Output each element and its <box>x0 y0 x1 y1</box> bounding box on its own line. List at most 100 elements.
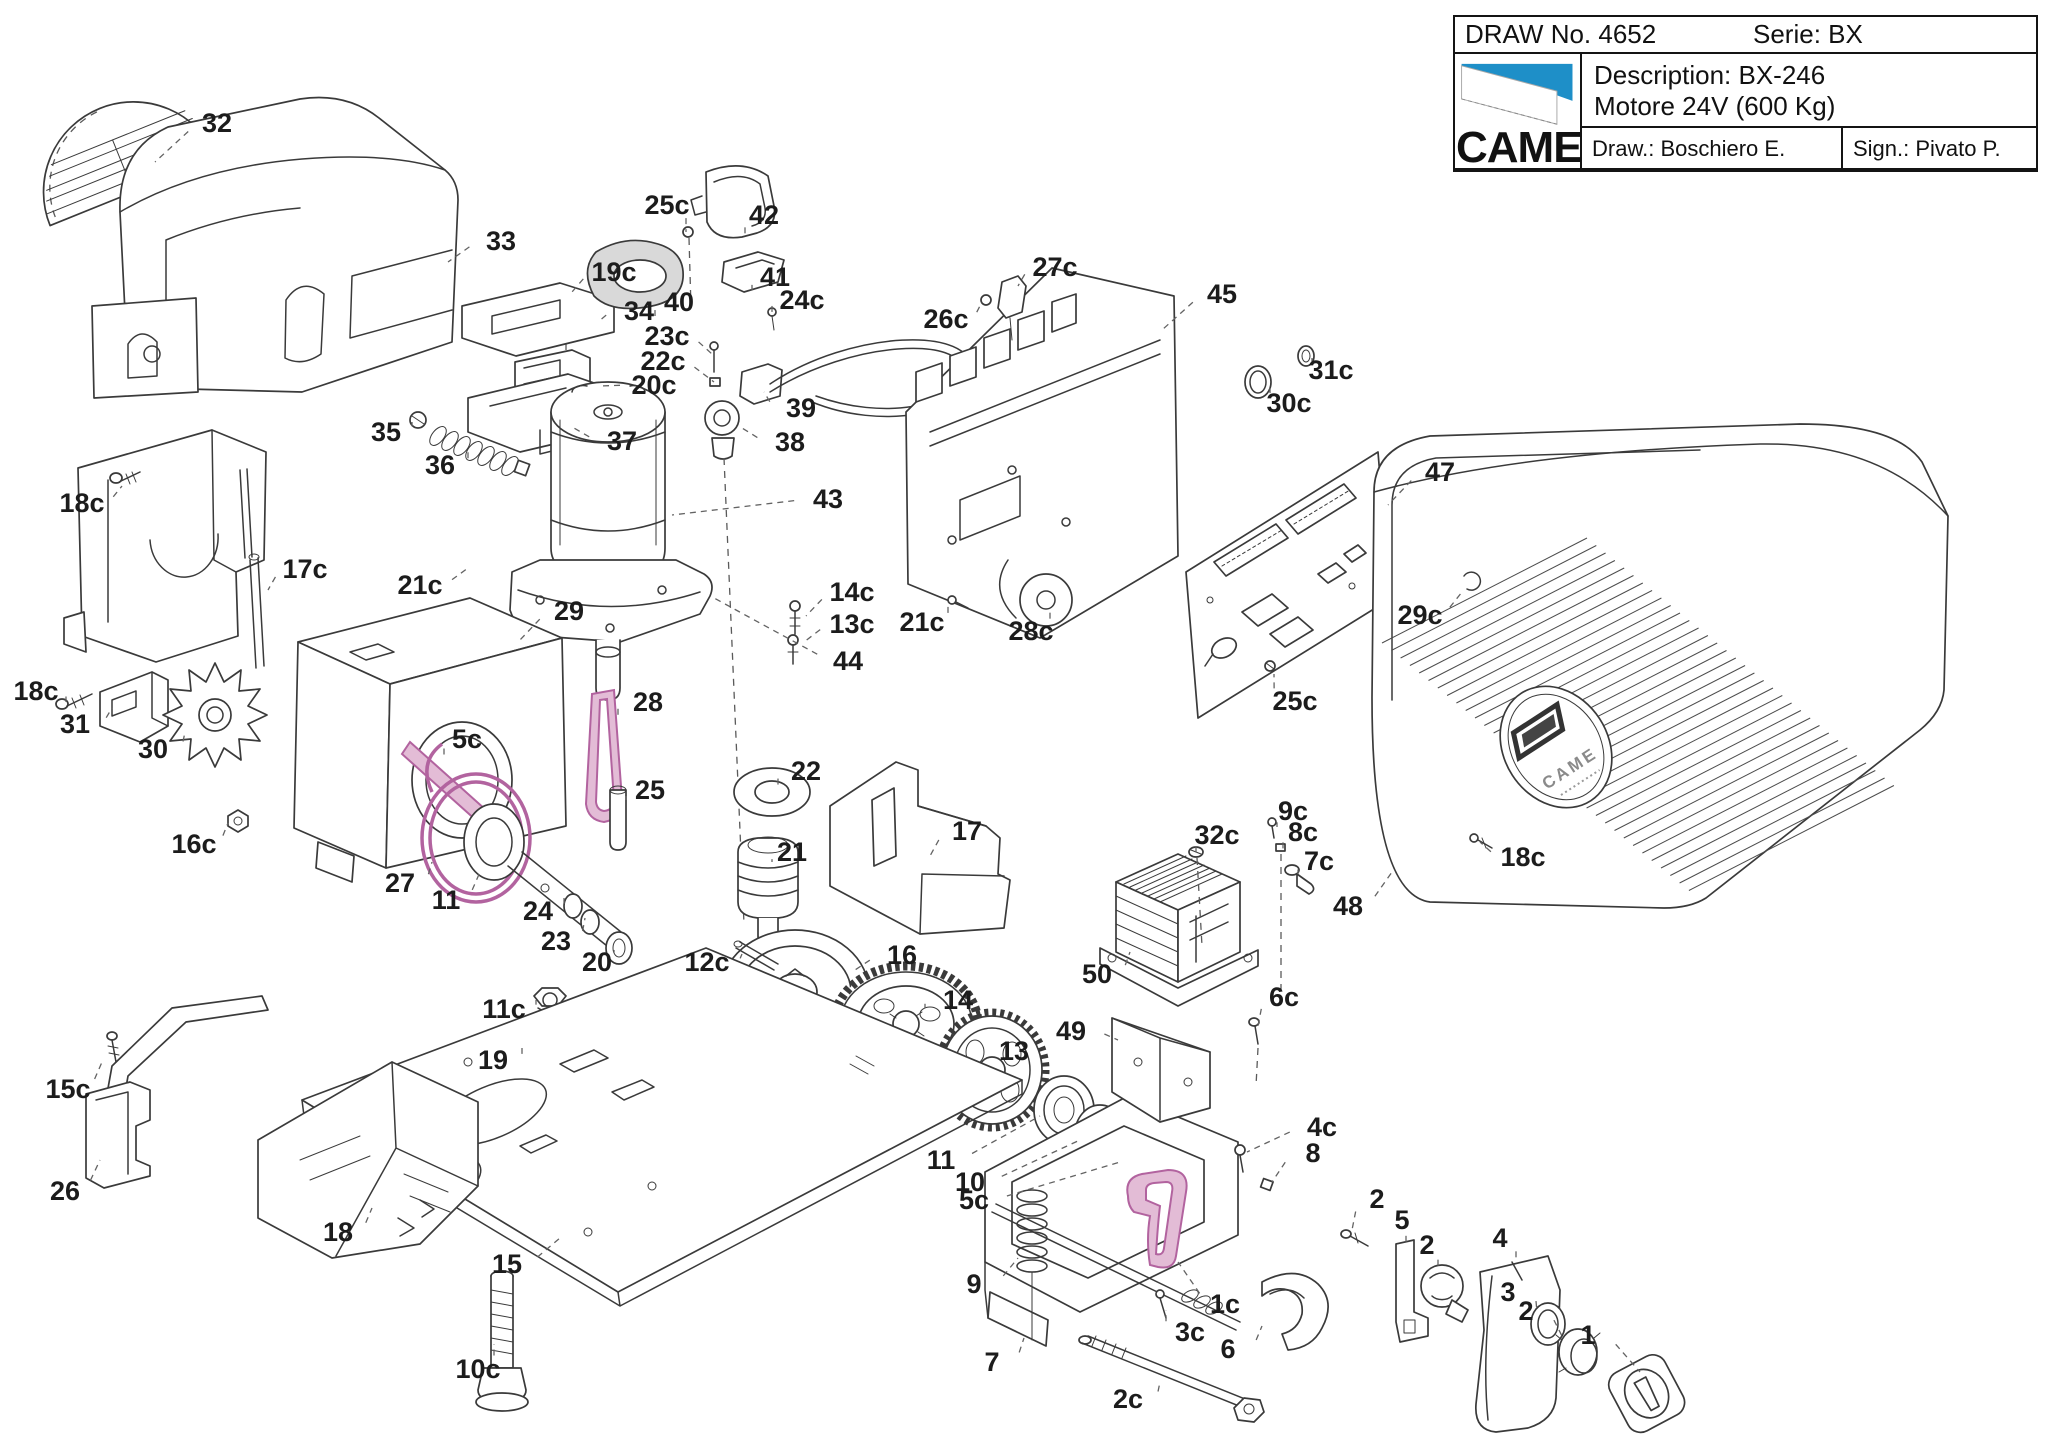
part-label-20: 20 <box>582 947 612 977</box>
leader-line-5c-lower <box>1006 1161 1121 1197</box>
leader-line-37 <box>573 427 590 438</box>
part-screw-35 <box>409 411 427 429</box>
leader-line-1c <box>1177 1261 1201 1294</box>
part-label-44: 44 <box>833 646 863 676</box>
part-bolt-10c <box>475 1270 529 1412</box>
part-label-21: 21 <box>777 837 807 867</box>
part-label-19: 19 <box>478 1045 508 1075</box>
part-bracket-26 <box>85 1081 151 1189</box>
part-screw-4c <box>1234 1144 1246 1173</box>
part-label-2-b: 2 <box>1419 1230 1434 1260</box>
leader-line-7 <box>1018 1337 1025 1353</box>
part-motor-43 <box>550 381 666 579</box>
part-label-11-lower: 11 <box>927 1145 956 1175</box>
title-block-row1: DRAW No. 4652 Serie: BX <box>1455 17 2036 54</box>
part-screws-14c-13c <box>787 600 801 665</box>
leader-line-26 <box>89 1159 101 1181</box>
part-label-8: 8 <box>1305 1138 1320 1168</box>
part-pins-17c <box>239 468 265 669</box>
part-label-9c: 9c <box>1278 796 1308 826</box>
part-label-48: 48 <box>1333 891 1363 921</box>
part-ring-2c <box>1555 1328 1601 1376</box>
leader-line-16 <box>851 959 871 973</box>
part-label-31c: 31c <box>1308 355 1353 385</box>
part-label-42: 42 <box>749 200 779 230</box>
part-screw-18c-left <box>55 693 93 710</box>
part-label-34: 34 <box>624 296 654 326</box>
part-flange-44 <box>509 559 713 701</box>
leader-line-29c <box>1449 591 1463 608</box>
part-label-29: 29 <box>554 596 584 626</box>
leader-line-39 <box>763 391 771 402</box>
part-label-24c: 24c <box>779 285 824 315</box>
part-bracket-41 <box>721 251 785 293</box>
description-line1: Description: BX-246 <box>1594 60 1826 90</box>
part-oring-30c <box>1244 365 1272 399</box>
part-outer-cover <box>91 96 459 399</box>
leader-line-23c <box>698 341 713 355</box>
part-label-18c-left: 18c <box>13 676 58 706</box>
part-gasket-plate-40 <box>586 239 684 310</box>
part-label-45: 45 <box>1207 279 1237 309</box>
part-oring-31c <box>1297 345 1315 367</box>
leader-line-45 <box>1161 301 1194 331</box>
part-nut-22c <box>709 377 721 387</box>
leader-line-13c <box>803 629 821 643</box>
part-label-38: 38 <box>775 427 805 457</box>
part-bracket-49 <box>1111 1017 1211 1123</box>
description-cell: Description: BX-246 Motore 24V (600 Kg) <box>1582 54 2036 128</box>
part-label-15: 15 <box>492 1249 522 1279</box>
part-mounting-panel-45 <box>905 267 1179 639</box>
drawn-by: Draw.: Boschiero E. <box>1582 128 1843 170</box>
part-label-11-upper: 11 <box>432 885 461 915</box>
leader-lines <box>65 131 1641 1392</box>
part-label-4: 4 <box>1492 1223 1507 1253</box>
leader-line-11-upper <box>471 871 481 891</box>
part-label-22c: 22c <box>640 346 685 376</box>
leader-line-20c <box>599 384 621 387</box>
leader-line-18c-topleft <box>112 485 123 498</box>
leader-line-17 <box>929 839 940 857</box>
part-label-32: 32 <box>202 108 232 138</box>
leader-line-10 <box>1001 1139 1081 1177</box>
part-label-7c: 7c <box>1304 846 1334 876</box>
part-label-20c: 20c <box>631 370 676 400</box>
part-bracket-17 <box>829 761 1011 935</box>
leader-line-6 <box>1255 1325 1263 1341</box>
leader-line-15 <box>537 1237 561 1258</box>
part-ring-3 <box>1530 1302 1566 1346</box>
part-label-7: 7 <box>984 1347 999 1377</box>
part-label-36: 36 <box>425 450 455 480</box>
part-label-10: 10 <box>955 1167 985 1197</box>
part-label-26c: 26c <box>923 304 968 334</box>
draw-number: DRAW No. 4652 <box>1465 19 1657 49</box>
part-label-2-a: 2 <box>1369 1184 1384 1214</box>
part-label-1: 1 <box>1580 1320 1595 1350</box>
part-label-17c: 17c <box>282 554 327 584</box>
part-label-27: 27 <box>385 868 415 898</box>
part-label-10c: 10c <box>455 1354 500 1384</box>
part-label-5c-upper: 5c <box>452 724 482 754</box>
part-screw-15c <box>106 1031 120 1063</box>
title-block: DRAW No. 4652 Serie: BX CAME Description… <box>1453 15 2038 172</box>
part-bracket-plate-34 <box>461 282 615 357</box>
came-logo-mark <box>1461 63 1573 125</box>
part-label-30: 30 <box>138 734 168 764</box>
part-washer-22 <box>733 767 811 817</box>
part-shaft-stack <box>463 785 633 965</box>
leader-line-17c <box>267 576 276 591</box>
part-label-18: 18 <box>323 1217 353 1247</box>
part-bracket-31 <box>99 671 169 743</box>
leader-line-27c <box>1017 273 1026 287</box>
leader-line-33 <box>447 246 470 263</box>
leader-line-29 <box>519 618 541 641</box>
part-cam-6 <box>1261 1272 1329 1351</box>
part-plate-5 <box>1395 1239 1429 1343</box>
part-label-3: 3 <box>1500 1277 1515 1307</box>
part-label-19c: 19c <box>591 257 636 287</box>
part-label-15c: 15c <box>45 1074 90 1104</box>
part-gearbox-housing-29 <box>293 597 567 883</box>
